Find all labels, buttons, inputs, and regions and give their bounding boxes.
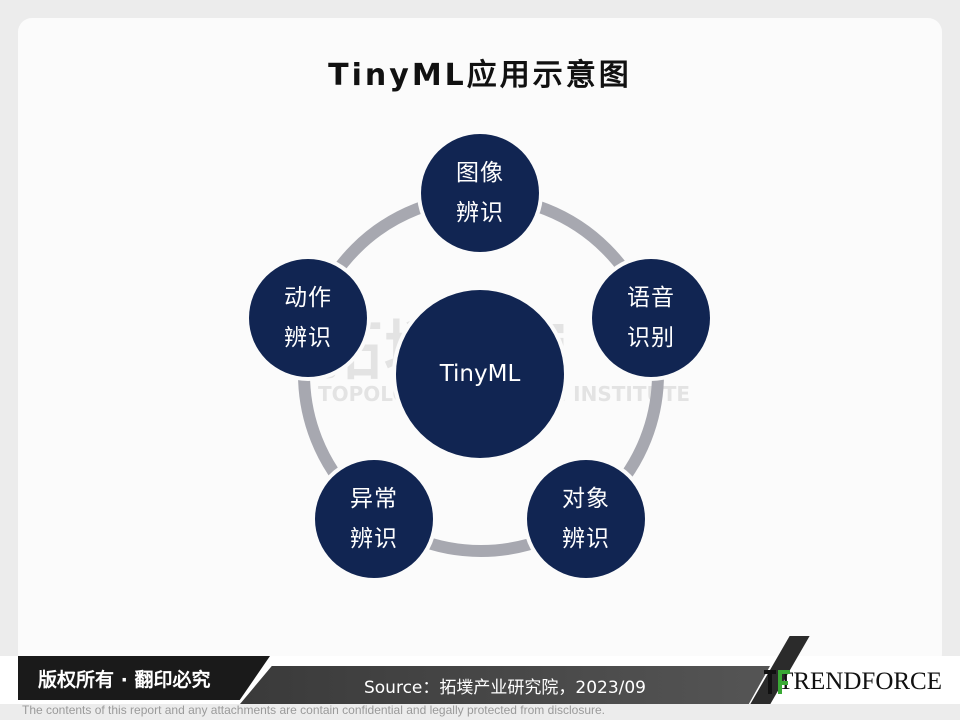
node-anomaly-recognition: 异常 辨识 [315, 460, 433, 578]
disclaimer-text: The contents of this report and any atta… [22, 703, 605, 717]
node-label-line2: 辨识 [350, 526, 398, 552]
node-label-line2: 辨识 [456, 200, 504, 226]
node-label-line1: 语音 [627, 285, 675, 311]
center-node-label: TinyML [439, 361, 521, 387]
node-label-line1: 对象 [562, 486, 610, 512]
center-node: TinyML [396, 290, 564, 458]
source-label: Source：拓墣产业研究院，2023/09 [240, 666, 770, 704]
trendforce-logo: TRENDFORCE [764, 664, 942, 700]
node-label-line1: 动作 [284, 285, 332, 311]
node-motion-recognition: 动作 辨识 [249, 259, 367, 377]
trendforce-logo-icon [764, 668, 790, 696]
node-label-line2: 辨识 [562, 526, 610, 552]
copyright-label: 版权所有 · 翻印必究 [18, 656, 270, 700]
node-speech-recognition: 语音 识别 [592, 259, 710, 377]
node-object-recognition: 对象 辨识 [527, 460, 645, 578]
node-image-recognition: 图像 辨识 [421, 134, 539, 252]
page-title: TinyML应用示意图 [328, 58, 632, 93]
node-label-line2: 识别 [627, 325, 675, 351]
node-label-line1: 图像 [456, 160, 504, 186]
trendforce-logo-text: TRENDFORCE [778, 668, 942, 695]
node-label-line2: 辨识 [284, 325, 332, 351]
node-label-line1: 异常 [350, 486, 398, 512]
